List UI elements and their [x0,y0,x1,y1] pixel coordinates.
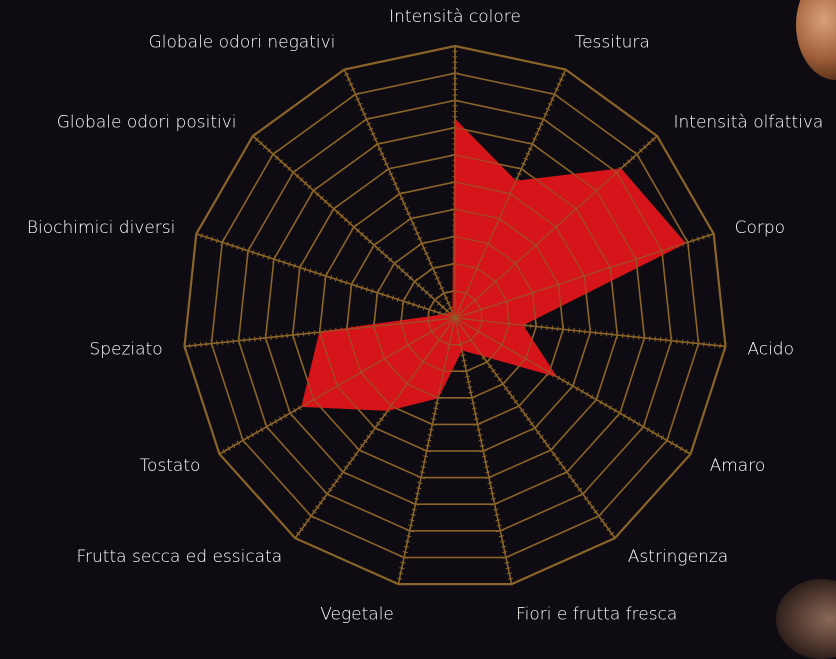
grid-ring-overlay-8 [237,99,673,532]
axis-label-13: Globale odori positivi [57,112,237,132]
axis-label-11: Speziato [89,340,162,360]
grid-ring-overlay-1 [427,290,483,346]
spoke-overlay-13 [252,135,456,319]
axis-label-4: Acido [747,340,794,360]
axis-label-1: Tessitura [575,32,650,52]
axis-label-6: Astringenza [628,547,728,567]
spoke-overlay-14 [343,69,456,319]
axis-label-8: Vegetale [320,605,394,624]
grid-ring-overlay-3 [373,235,537,399]
axis-label-7: Fiori e frutta fresca [516,605,677,624]
series-area-0 [301,118,686,411]
axis-label-2: Intensità olfattiva [674,112,824,132]
spoke-overlay-6 [454,317,616,539]
axis-label-9: Frutta secca ed essicata [77,547,283,567]
axis-label-5: Amaro [710,456,766,476]
radar-data [301,118,686,411]
grid-ring-overlay-9 [210,72,700,559]
spoke-overlay-9 [294,317,456,539]
spoke-overlay-10 [219,317,456,455]
spoke-overlay-1 [454,69,567,319]
spoke-overlay-8 [397,317,456,585]
spoke-overlay-7 [454,317,513,585]
grid-ring-overlay-4 [346,208,564,425]
spoke-overlay-4 [454,317,726,347]
axis-label-3: Corpo [735,218,785,238]
grid-ring-overlay-5 [319,181,591,452]
grid-ring-overlay-7 [264,126,646,505]
grid-ring-overlay-2 [400,262,510,372]
axis-label-0: Intensità colore [389,7,521,27]
grid-ring-overlay-10 [183,45,727,585]
spoke-overlay-2 [454,135,658,319]
grid-ring-overlay-6 [292,154,618,479]
spoke-overlay-12 [196,233,456,319]
axis-label-14: Globale odori negativi [149,32,336,52]
radar-grid-overlay [183,45,727,585]
spoke-overlay-11 [184,317,456,347]
axis-label-12: Biochimici diversi [27,218,175,238]
axis-label-10: Tostato [139,456,200,476]
spoke-overlay-5 [454,317,691,455]
spoke-overlay-3 [454,233,714,319]
